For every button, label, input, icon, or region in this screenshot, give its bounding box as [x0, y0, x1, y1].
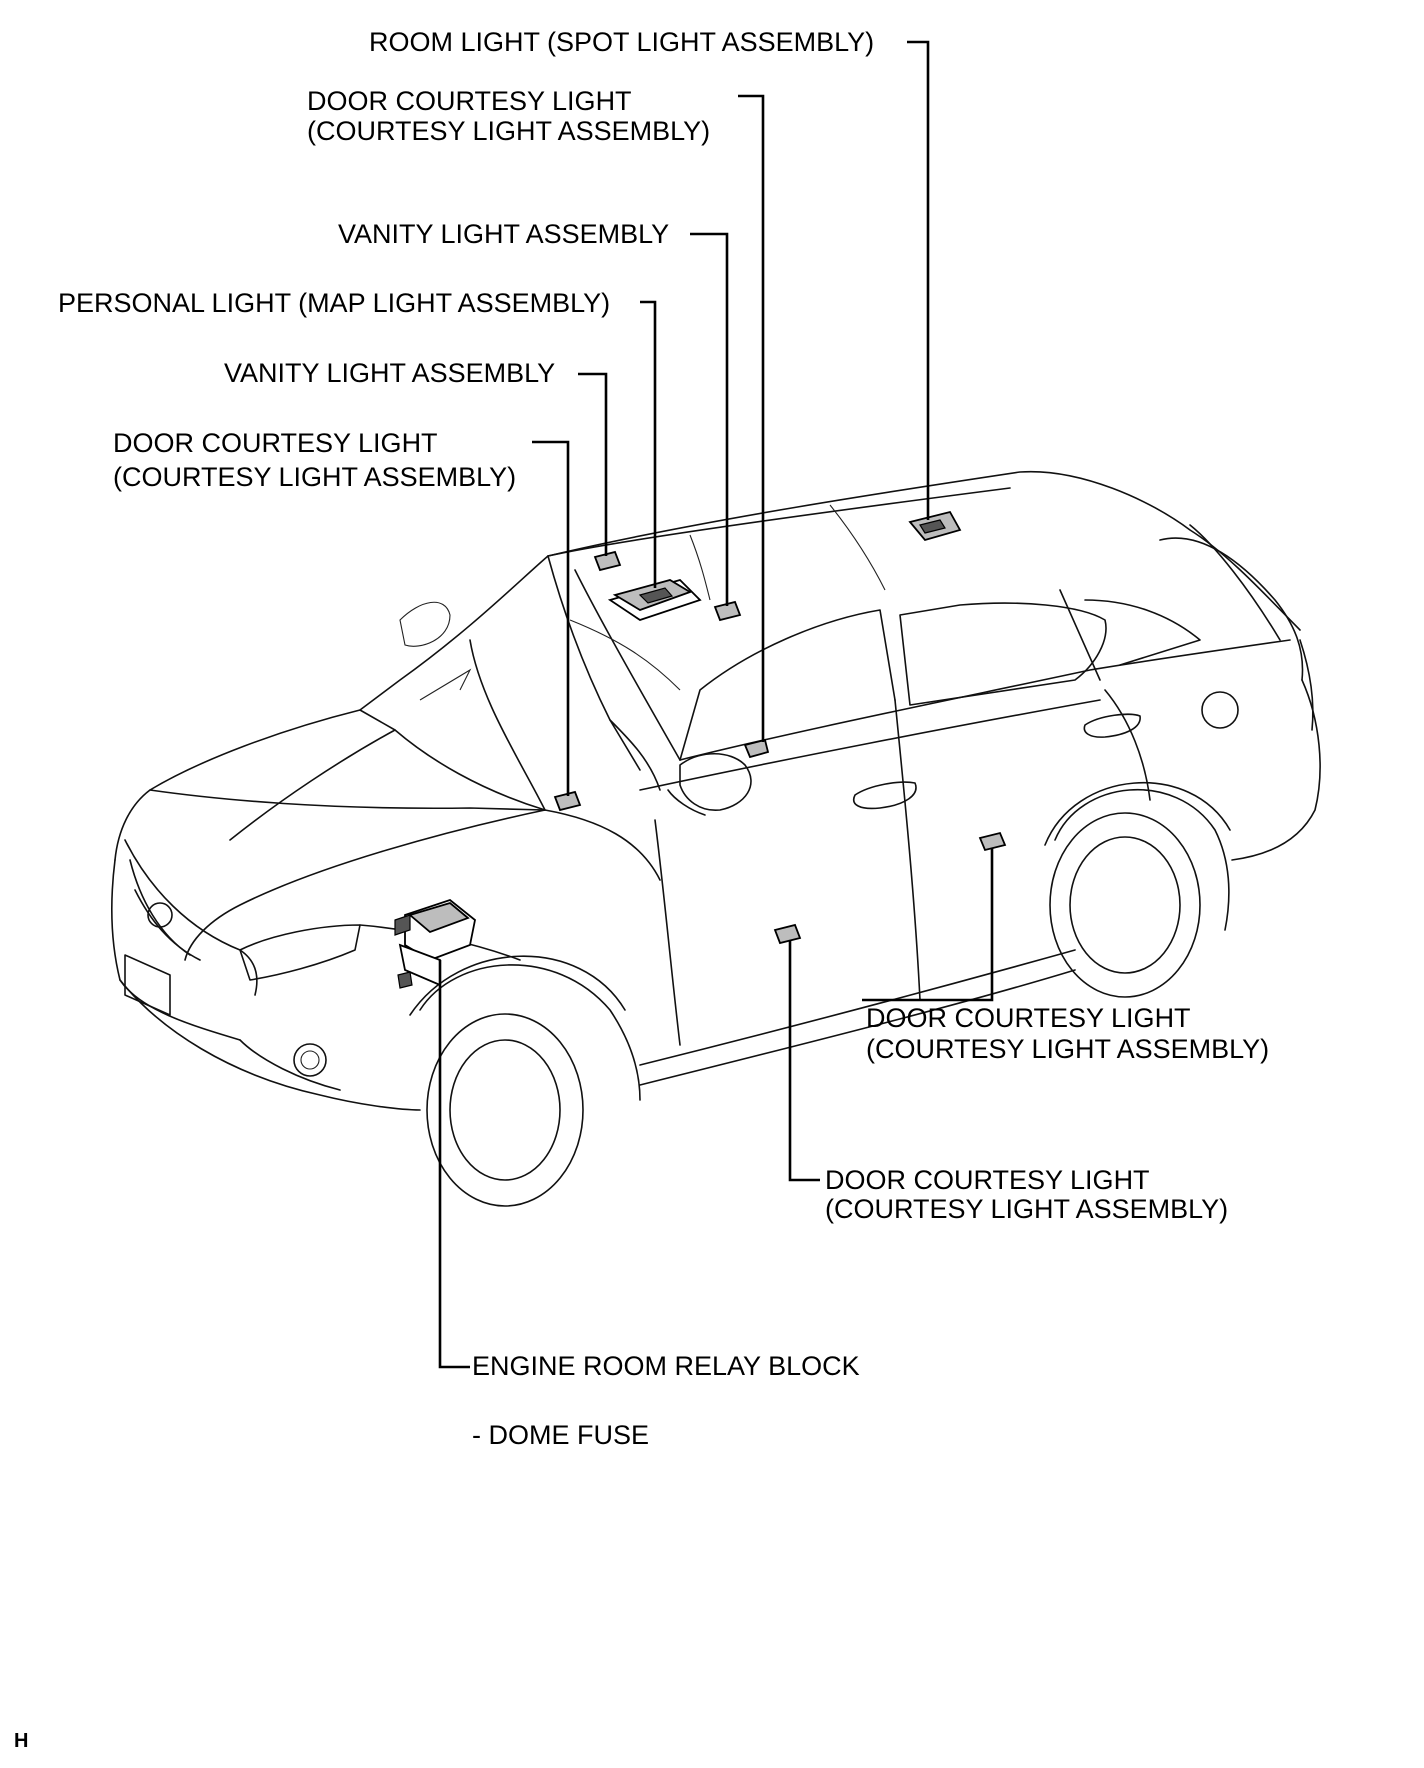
- door-courtesy-light-rear-lower-label-line1: DOOR COURTESY LIGHT: [866, 1003, 1191, 1033]
- door-courtesy-light-front-upper-label-line1: DOOR COURTESY LIGHT: [113, 428, 438, 458]
- corner-marker: H: [14, 1730, 29, 1752]
- vanity-light-right-part: [713, 600, 742, 622]
- door-courtesy-light-front-lower-label-line1: DOOR COURTESY LIGHT: [825, 1165, 1150, 1195]
- courtesy-light-front-lower-part: [773, 923, 802, 945]
- dome-fuse-label: - DOME FUSE: [472, 1420, 650, 1450]
- car-body: [110, 470, 1321, 1207]
- leader-lines: [438, 40, 994, 1369]
- vanity-light-left-label: VANITY LIGHT ASSEMBLY: [224, 358, 556, 388]
- door-courtesy-light-rear-upper-label-line2: (COURTESY LIGHT ASSEMBLY): [307, 116, 711, 146]
- engine-room-relay-block-part: [394, 898, 476, 989]
- vanity-light-right-label: VANITY LIGHT ASSEMBLY: [338, 219, 670, 249]
- courtesy-light-rear-upper-part: [743, 738, 770, 759]
- components: [394, 510, 1007, 989]
- door-courtesy-light-front-lower-label-line2: (COURTESY LIGHT ASSEMBLY): [825, 1194, 1229, 1224]
- door-courtesy-light-front-upper-label-line2: (COURTESY LIGHT ASSEMBLY): [113, 462, 517, 492]
- door-courtesy-light-rear-upper-label-line1: DOOR COURTESY LIGHT: [307, 86, 632, 116]
- engine-room-relay-block-label: ENGINE ROOM RELAY BLOCK: [472, 1351, 860, 1381]
- room-light-label: ROOM LIGHT (SPOT LIGHT ASSEMBLY): [369, 27, 875, 57]
- personal-light-label: PERSONAL LIGHT (MAP LIGHT ASSEMBLY): [58, 288, 611, 318]
- courtesy-light-rear-lower-part: [978, 831, 1007, 852]
- door-courtesy-light-rear-lower-label-line2: (COURTESY LIGHT ASSEMBLY): [866, 1034, 1270, 1064]
- vanity-light-left-part: [593, 550, 622, 572]
